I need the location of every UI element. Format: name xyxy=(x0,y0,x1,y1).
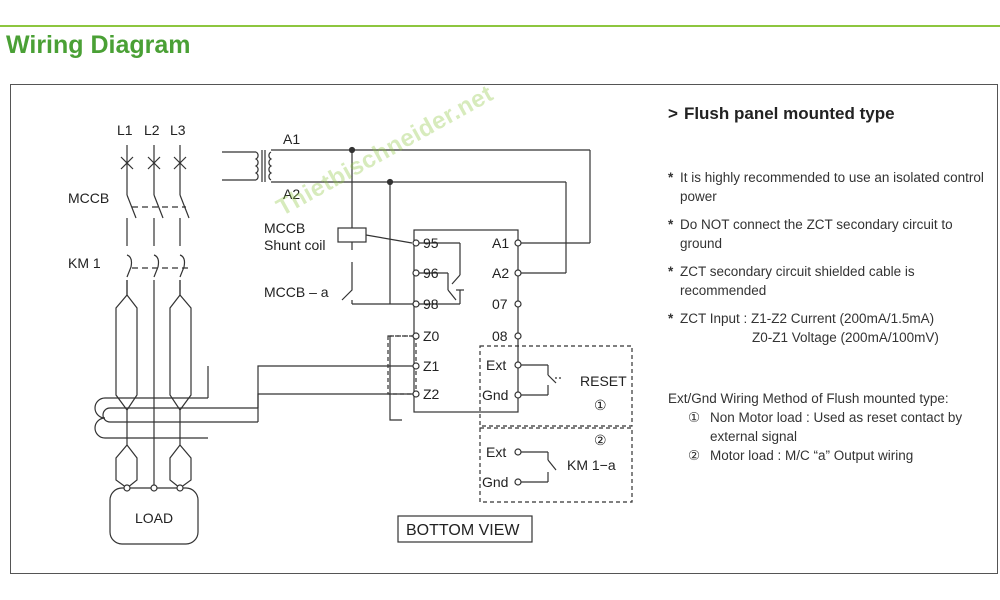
zct-wiring xyxy=(207,335,416,422)
z-dashed-zone xyxy=(387,335,417,395)
terminal-08: 08 xyxy=(492,328,508,344)
terminal-95: 95 xyxy=(423,235,439,251)
terminal-07: 07 xyxy=(492,296,508,312)
method-item-text: Non Motor load : Used as reset contact b… xyxy=(710,410,963,444)
reset-label: RESET xyxy=(580,373,627,389)
circle-two-icon: ② xyxy=(688,448,701,463)
km1-label: KM 1 xyxy=(68,255,101,271)
transformer-a2-label: A2 xyxy=(283,186,300,202)
chevron-right-icon: > xyxy=(668,104,678,123)
km1a-label: KM 1−a xyxy=(567,457,616,473)
phase-label-l3: L3 xyxy=(170,122,186,138)
km1-symbol xyxy=(126,254,192,278)
note-text: It is highly recommended to use an isola… xyxy=(680,170,984,204)
asterisk-icon: * xyxy=(668,264,674,279)
phase-label-l1: L1 xyxy=(117,122,133,138)
transformer xyxy=(222,149,591,274)
zct-input-line2: Z0-Z1 Voltage (200mA/100mV) xyxy=(752,330,939,345)
note-item: * Do NOT connect the ZCT secondary circu… xyxy=(668,215,998,253)
terminal-points xyxy=(412,239,522,486)
terminal-gnd-2: Gnd xyxy=(482,474,508,490)
note-text: ZCT Input : Z1-Z2 Current (200mA/1.5mA) … xyxy=(680,309,998,347)
km1a-dashed-zone xyxy=(479,427,633,503)
transformer-a1-label: A1 xyxy=(283,131,300,147)
reset-dashed-zone xyxy=(479,345,633,427)
zct-input-line1: ZCT Input : Z1-Z2 Current (200mA/1.5mA) xyxy=(680,311,935,326)
conductors xyxy=(115,280,192,489)
circle-two-label: ② xyxy=(594,432,607,448)
zct-coil xyxy=(94,397,258,439)
breaker-contacts xyxy=(120,145,187,178)
note-item: * It is highly recommended to use an iso… xyxy=(668,168,998,206)
phase-label-l2: L2 xyxy=(144,122,160,138)
bottom-view-label: BOTTOM VIEW xyxy=(406,522,520,539)
wiring-method: Ext/Gnd Wiring Method of Flush mounted t… xyxy=(668,389,998,465)
reset-contact xyxy=(518,364,562,396)
note-item: * ZCT secondary circuit shielded cable i… xyxy=(668,262,998,300)
load-label: LOAD xyxy=(135,510,173,526)
page-heading: Wiring Diagram xyxy=(6,31,191,59)
asterisk-icon: * xyxy=(668,311,674,326)
mccb-label: MCCB xyxy=(68,190,109,206)
asterisk-icon: * xyxy=(668,217,674,232)
km1a-contact xyxy=(518,451,557,483)
note-text: Do NOT connect the ZCT secondary circuit… xyxy=(680,217,953,251)
circle-one-icon: ① xyxy=(688,410,701,425)
panel-title-text: Flush panel mounted type xyxy=(683,104,895,123)
terminal-ext: Ext xyxy=(486,357,506,373)
terminal-a1: A1 xyxy=(492,235,509,251)
terminal-z2: Z2 xyxy=(423,386,440,402)
mccb-a-label: MCCB – a xyxy=(264,284,329,300)
notes-list: * It is highly recommended to use an iso… xyxy=(668,168,998,356)
relay-body xyxy=(413,229,519,413)
terminal-gnd: Gnd xyxy=(482,387,508,403)
shunt-coil-circuit xyxy=(337,150,416,305)
method-item: ② Motor load : M/C “a” Output wiring xyxy=(668,446,998,465)
top-accent-rule xyxy=(0,25,1000,27)
terminal-z1: Z1 xyxy=(423,358,440,374)
asterisk-icon: * xyxy=(668,170,674,185)
method-item: ① Non Motor load : Used as reset contact… xyxy=(668,408,998,446)
terminal-98: 98 xyxy=(423,296,439,312)
terminal-a2: A2 xyxy=(492,265,509,281)
method-title: Ext/Gnd Wiring Method of Flush mounted t… xyxy=(668,391,949,406)
shunt-coil-label-line1: MCCB xyxy=(264,220,305,236)
note-text: ZCT secondary circuit shielded cable is … xyxy=(680,264,915,298)
note-item: * ZCT Input : Z1-Z2 Current (200mA/1.5mA… xyxy=(668,309,998,347)
mccb-symbol xyxy=(126,178,190,246)
method-item-text: Motor load : M/C “a” Output wiring xyxy=(710,448,914,463)
terminal-96: 96 xyxy=(423,265,439,281)
panel-title: > Flush panel mounted type xyxy=(668,104,895,124)
shunt-coil-label-line2: Shunt coil xyxy=(264,237,325,253)
terminal-ext-2: Ext xyxy=(486,444,506,460)
bottom-view-box xyxy=(397,515,533,543)
relay-internal-contacts xyxy=(416,242,464,305)
circle-one-label: ① xyxy=(594,397,607,413)
diagram-frame xyxy=(10,84,998,574)
terminal-z0: Z0 xyxy=(423,328,440,344)
